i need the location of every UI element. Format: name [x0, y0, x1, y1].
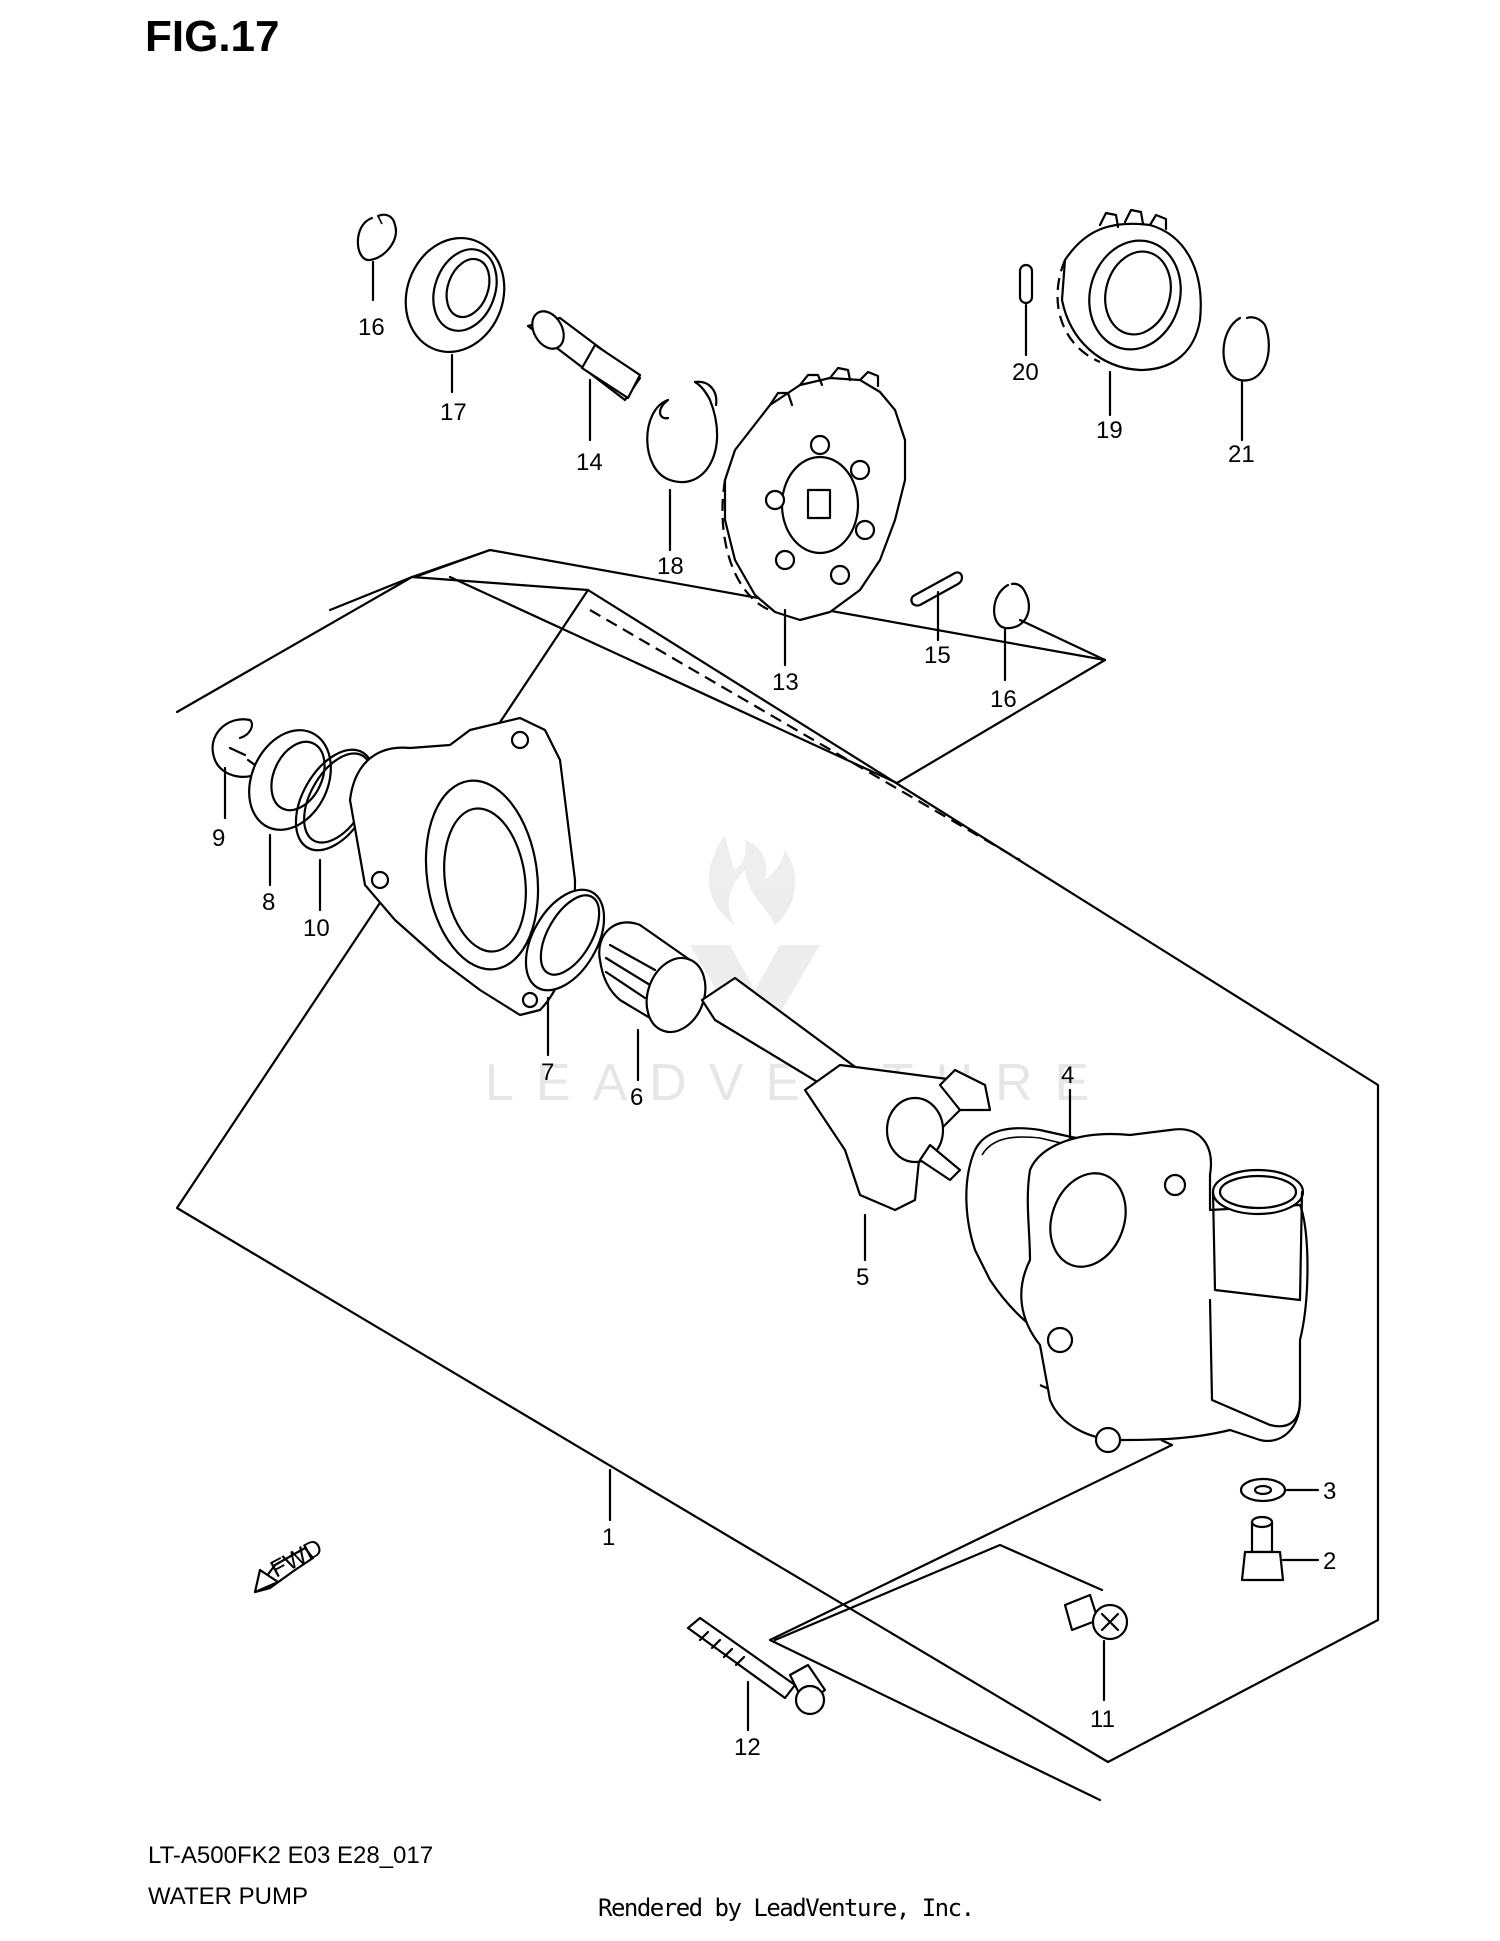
- part-18-snap-ring: [646, 380, 719, 552]
- callout-16-upper: 16: [358, 314, 385, 341]
- pump-cover-housing: [1020, 1128, 1309, 1454]
- callout-16-lower: 16: [990, 686, 1017, 713]
- figure-title: FIG.17: [145, 12, 280, 61]
- fwd-arrow-icon: FWD: [253, 1534, 327, 1594]
- part-9-e-clip: [211, 718, 264, 820]
- part-12-long-bolt: [686, 1616, 827, 1732]
- assembly-outline-part-1: [175, 575, 1380, 1764]
- callout-12: 12: [734, 1734, 761, 1761]
- part-20-dowel-pin: [1018, 263, 1034, 357]
- part-16-circlip-lower: [993, 582, 1031, 682]
- fastener-bracket: [768, 1443, 1174, 1802]
- part-2-flange-bolt: [1240, 1515, 1320, 1582]
- callout-20: 20: [1012, 359, 1039, 386]
- callout-7: 7: [541, 1059, 554, 1086]
- part-5-impeller: [700, 976, 992, 1262]
- callout-18: 18: [657, 553, 684, 580]
- center-axis-upper: [589, 609, 1021, 861]
- part-19-drive-gear: [1056, 208, 1202, 417]
- part-11-screw: [1063, 1593, 1129, 1702]
- part-17-bearing: [404, 236, 506, 394]
- fwd-arrow-label: FWD: [266, 1534, 327, 1583]
- pump-case-body: [348, 716, 577, 1017]
- callout-14: 14: [576, 449, 603, 476]
- model-code: LT-A500FK2 E03 E28_017: [148, 1842, 434, 1869]
- callout-4: 4: [1061, 1062, 1074, 1089]
- part-13-pump-driven-gear: [721, 366, 907, 667]
- callout-17: 17: [440, 399, 467, 426]
- callout-9: 9: [212, 825, 225, 852]
- render-credit: Rendered by LeadVenture, Inc.: [598, 1894, 975, 1922]
- part-3-washer: [1239, 1477, 1320, 1503]
- section-name: WATER PUMP: [148, 1883, 308, 1910]
- part-15-dowel-pin: [910, 571, 964, 642]
- flame-logo-icon: [690, 835, 820, 1030]
- callout-5: 5: [856, 1264, 869, 1291]
- part-8-bearing: [248, 729, 332, 887]
- callout-11: 11: [1090, 1706, 1115, 1733]
- callout-1: 1: [602, 1524, 615, 1551]
- assembly-outline-top-edge: [410, 575, 590, 592]
- callout-19: 19: [1096, 417, 1123, 444]
- callout-2: 2: [1323, 1548, 1336, 1575]
- callout-6: 6: [630, 1084, 643, 1111]
- part-16-circlip-upper: [356, 213, 398, 302]
- part-6-mechanical-seal: [598, 921, 707, 1082]
- callout-15: 15: [924, 642, 951, 669]
- part-21-circlip: [1222, 316, 1270, 442]
- callout-3: 3: [1323, 1478, 1336, 1505]
- gear-group-leader-16b: [1018, 618, 1107, 662]
- callout-8: 8: [262, 889, 275, 916]
- part-7-seal-ring: [524, 888, 606, 1057]
- callout-10: 10: [303, 915, 330, 942]
- part-14-pump-shaft: [526, 310, 642, 442]
- callout-21: 21: [1228, 441, 1255, 468]
- callout-13: 13: [772, 669, 799, 696]
- gear-group-bracket-top: [413, 548, 492, 579]
